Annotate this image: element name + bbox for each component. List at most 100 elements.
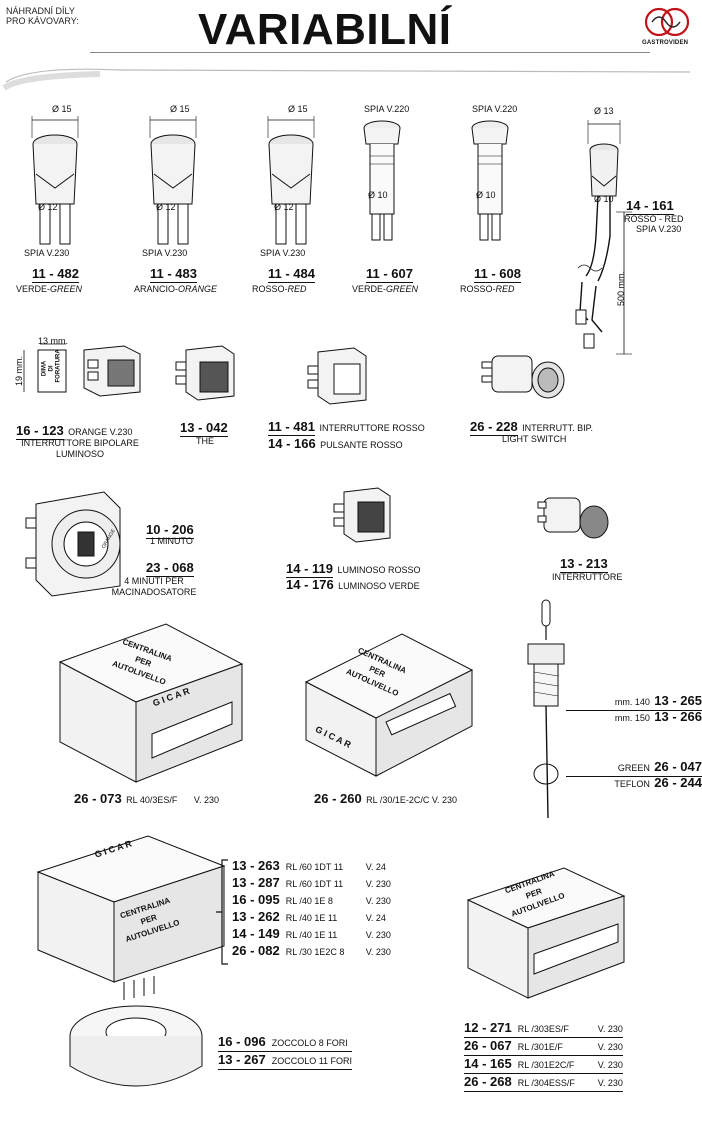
rocker-code-1: 14 - 119 bbox=[286, 561, 333, 578]
header-rule bbox=[90, 52, 650, 53]
button-desc: INTERRUTTORE bbox=[552, 572, 623, 582]
box-12-271: CENTRALINA PER AUTOLIVELLO bbox=[464, 862, 664, 1012]
lamp-name-it: ROSSO bbox=[460, 284, 493, 294]
row-model: RL /304ESS/F bbox=[517, 1078, 575, 1088]
probe-row-code: 26 - 047 bbox=[654, 759, 702, 774]
timer-code-2: 23 - 068 bbox=[146, 560, 194, 577]
box-13-263: G I C A R CENTRALINA PER AUTOLIVELLO bbox=[34, 832, 234, 1000]
row-model: RL /301E/F bbox=[517, 1042, 563, 1052]
box-26-073: CENTRALINA PER AUTOLIVELLO G I C A R 26 … bbox=[56, 618, 256, 808]
switch3-label-1: 11 - 481 INTERRUTTORE ROSSO bbox=[268, 418, 425, 436]
rocker-code-2: 14 - 176 bbox=[286, 577, 334, 592]
lamp-dim-mid: Ø 10 bbox=[368, 190, 388, 200]
switch1-desc-2: LUMINOSO bbox=[55, 449, 104, 459]
gastroviden-logo: GASTROVIDEN bbox=[642, 4, 694, 54]
lamp6-dim-mid: Ø 10 bbox=[594, 194, 614, 204]
lamp6-length: 500 mm. bbox=[616, 270, 626, 306]
switch1-label: 16 - 123 ORANGE V.230 bbox=[16, 422, 132, 440]
row-volt: V. 230 bbox=[365, 896, 391, 906]
row-code: 12 - 271 bbox=[464, 1020, 512, 1035]
lamp-dim-top: Ø 15 bbox=[170, 104, 190, 114]
rocker-desc-2: LUMINOSO VERDE bbox=[338, 581, 420, 591]
probe-drawing-icon bbox=[527, 599, 565, 819]
lamp-drawing-icon bbox=[31, 116, 79, 245]
probe-row: GREEN 26 - 047 bbox=[566, 758, 702, 777]
rocker-14-119: 14 - 119 LUMINOSO ROSSO 14 - 176 LUMINOS… bbox=[286, 484, 466, 594]
lamp6-dim-top: Ø 13 bbox=[594, 106, 614, 116]
lamp-code: 11 - 483 bbox=[150, 266, 197, 283]
rocker-desc-1: LUMINOSO ROSSO bbox=[337, 565, 421, 575]
row-desc: ZOCCOLO 11 FORI bbox=[271, 1056, 353, 1066]
lamp6-code: 14 - 161 bbox=[626, 198, 674, 215]
timer-code-1: 10 - 206 bbox=[146, 522, 194, 539]
lamp-item: SPIA V.220 Ø 10 11 - 607 VERDE-GREEN bbox=[352, 104, 462, 294]
switch3-drawing-icon bbox=[307, 347, 367, 405]
probe-row: TEFLON 26 - 244 bbox=[566, 774, 702, 792]
switch1-dim-w: 13 mm. bbox=[38, 336, 69, 346]
row-model: RL /60 1DT 11 bbox=[285, 862, 344, 872]
switch1-spec: ORANGE V.230 bbox=[68, 427, 133, 437]
switch-13-042: 13 - 042 THE bbox=[172, 340, 252, 450]
row-model: RL /40 1E 11 bbox=[285, 913, 338, 923]
box2-code: 26 - 260 bbox=[314, 791, 362, 806]
lamp-name-it: ROSSO bbox=[252, 284, 285, 294]
template-line-2: DI bbox=[48, 365, 55, 372]
probe-row-pre: TEFLON bbox=[614, 779, 650, 789]
lamp-dim-mid: Ø 12 bbox=[274, 202, 294, 212]
switch-16-123: 13 mm. 19 mm. DIMA DI FORATURA 16 - 123 … bbox=[14, 330, 164, 460]
switch3-label-2: 14 - 166 PULSANTE ROSSO bbox=[268, 435, 403, 453]
row-code: 26 - 067 bbox=[464, 1038, 512, 1053]
lamp-dim-top: SPIA V.220 bbox=[364, 104, 410, 114]
lamp-dim-mid: Ø 12 bbox=[156, 202, 176, 212]
row-code: 26 - 268 bbox=[464, 1074, 512, 1089]
switch1-drawing-icon bbox=[23, 343, 141, 397]
lamp-name-en: GREEN bbox=[386, 284, 419, 294]
row-code: 14 - 149 bbox=[232, 926, 280, 941]
spec-row: 26 - 268 RL /304ESS/F V. 230 bbox=[464, 1074, 623, 1092]
row-code: 16 - 095 bbox=[232, 892, 280, 907]
switch1-code: 16 - 123 bbox=[16, 423, 64, 440]
row-model: RL /30 1E2C 8 bbox=[285, 947, 345, 957]
lamp-item: SPIA V.220 Ø 10 11 - 608 ROSSO-RED bbox=[460, 104, 570, 294]
lamp-dim-mid: Ø 10 bbox=[476, 190, 496, 200]
switch4-desc-1: INTERRUTT. BIP. bbox=[522, 423, 594, 433]
row-model: RL /301E2C/F bbox=[517, 1060, 575, 1070]
box1-code: 26 - 073 bbox=[74, 791, 122, 806]
row-code: 13 - 263 bbox=[232, 858, 280, 873]
row-volt: V. 24 bbox=[365, 862, 386, 872]
probe-row-code: 26 - 244 bbox=[654, 775, 702, 790]
template-line-3: FORATURA bbox=[55, 349, 62, 383]
lamp6-name: ROSSO - RED bbox=[624, 214, 684, 224]
lamp-code: 11 - 608 bbox=[474, 266, 521, 283]
box-26-260: CENTRALINA PER AUTOLIVELLO G I C A R 26 … bbox=[302, 622, 502, 808]
lamp-code: 11 - 484 bbox=[268, 266, 315, 283]
row-model: RL /303ES/F bbox=[517, 1024, 569, 1034]
box2-drawing-icon bbox=[304, 633, 474, 777]
lamp-name: ARANCIO-ORANGE bbox=[134, 284, 218, 294]
row-volt: V. 230 bbox=[365, 947, 391, 957]
row-model: RL /40 1E 8 bbox=[285, 896, 333, 906]
lamp-drawing-icon bbox=[363, 120, 401, 241]
box2-caption: 26 - 260 RL /30/1E-2C/C V. 230 bbox=[314, 790, 457, 808]
timer-desc-2: 4 MINUTI PER MACINADOSATORE bbox=[100, 576, 208, 598]
lamp-drawing-icon bbox=[471, 120, 509, 241]
switch1-template: DIMA DI FORATURA bbox=[42, 349, 63, 383]
logo-icon bbox=[644, 7, 690, 37]
lamp-name: VERDE-GREEN bbox=[16, 284, 83, 294]
row-volt: V. 230 bbox=[597, 1078, 623, 1088]
box3-brace-icon bbox=[216, 859, 228, 965]
switch3-code-2: 14 - 166 bbox=[268, 436, 316, 451]
page-title: VARIABILNÍ bbox=[198, 5, 452, 54]
switch1-desc: INTERRUTTORE BIPOLARE LUMINOSO bbox=[14, 438, 146, 460]
lamp6-spec: SPIA V.230 bbox=[636, 224, 682, 234]
box1-model: RL 40/3ES/F bbox=[126, 795, 178, 805]
lamp-dim-top: Ø 15 bbox=[288, 104, 308, 114]
rocker-drawing-icon bbox=[333, 487, 391, 543]
probe-row-pre: mm. 140 bbox=[614, 697, 650, 707]
